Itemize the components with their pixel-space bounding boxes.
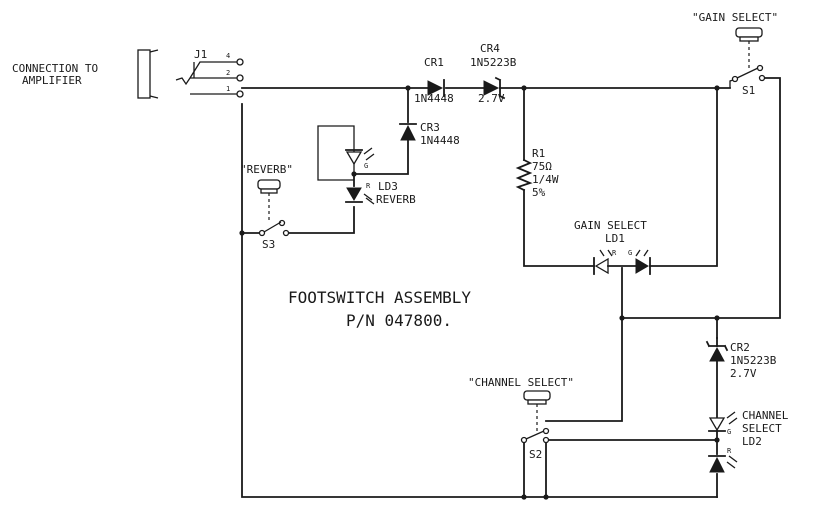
amplifier-plug xyxy=(137,49,159,99)
ld2-led xyxy=(708,411,738,473)
ld2-ref: LD2 xyxy=(742,435,762,448)
s3-switch xyxy=(257,179,290,237)
s1-ref: S1 xyxy=(742,84,755,97)
ld1-name: GAIN SELECT xyxy=(574,219,647,232)
cr1-diode xyxy=(427,79,445,97)
assembly-part-number: P/N 047800. xyxy=(346,311,452,330)
s1-switch xyxy=(729,27,766,88)
s3-label: "REVERB" xyxy=(240,163,293,176)
ld3-led xyxy=(317,125,375,205)
cr4-value: 2.7V xyxy=(478,92,505,105)
s2-label: "CHANNEL SELECT" xyxy=(468,376,574,389)
connection-label-line1: CONNECTION TO xyxy=(12,62,98,75)
s3-ref: S3 xyxy=(262,238,275,251)
j1-ref: J1 xyxy=(194,48,207,61)
cr3-part: 1N4448 xyxy=(420,134,460,147)
ld3-name: REVERB xyxy=(376,193,416,206)
cr4-part: 1N5223B xyxy=(470,56,517,69)
cr1-part: 1N4448 xyxy=(414,92,454,105)
j1-pin2: 2 xyxy=(226,69,230,77)
ld1-pin-g: G xyxy=(628,249,632,257)
j1-jack xyxy=(175,58,244,98)
ld2-name-line2: SELECT xyxy=(742,422,782,435)
cr1-ref: CR1 xyxy=(424,56,444,69)
ld1-pin-r: R xyxy=(612,249,617,257)
connection-label-line2: AMPLIFIER xyxy=(22,74,82,87)
cr2-zener xyxy=(705,337,729,362)
s1-label: "GAIN SELECT" xyxy=(692,11,778,24)
cr3-diode xyxy=(399,123,417,141)
r1-power: 1/4W xyxy=(532,173,559,186)
r1-ref: R1 xyxy=(532,147,545,160)
ld1-ref: LD1 xyxy=(605,232,625,245)
r1-resistor xyxy=(515,158,533,192)
cr4-zener xyxy=(483,76,506,100)
assembly-title: FOOTSWITCH ASSEMBLY xyxy=(288,288,471,307)
j1-pin1: 1 xyxy=(226,85,230,93)
cr4-ref: CR4 xyxy=(480,42,500,55)
s2-switch xyxy=(520,390,551,444)
r1-tolerance: 5% xyxy=(532,186,546,199)
j1-pin4: 4 xyxy=(226,52,230,60)
r1-value: 75Ω xyxy=(532,160,552,173)
ld2-name-line1: CHANNEL xyxy=(742,409,789,422)
ld3-pin-g: G xyxy=(364,162,368,170)
ld2-pin-g: G xyxy=(727,428,731,436)
ld3-pin-r: R xyxy=(366,182,371,190)
ld1-led xyxy=(593,249,651,275)
cr2-value: 2.7V xyxy=(730,367,757,380)
cr3-ref: CR3 xyxy=(420,121,440,134)
cr2-part: 1N5223B xyxy=(730,354,777,367)
cr2-ref: CR2 xyxy=(730,341,750,354)
ld3-ref: LD3 xyxy=(378,180,398,193)
ld2-pin-r: R xyxy=(727,447,732,455)
s2-ref: S2 xyxy=(529,448,542,461)
